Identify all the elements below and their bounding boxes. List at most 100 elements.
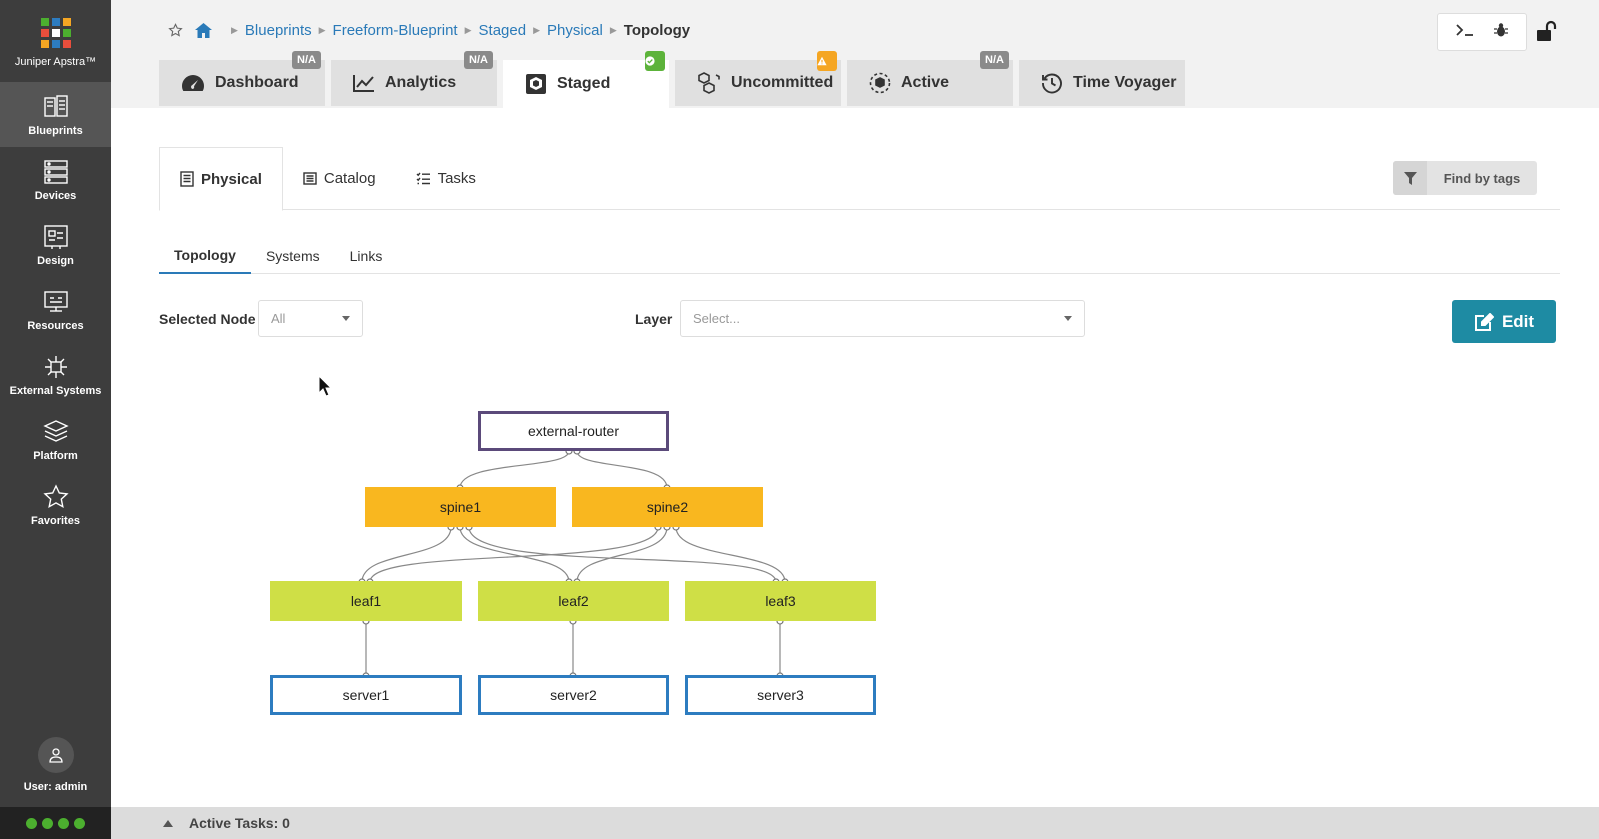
node-server1[interactable]: server1 bbox=[270, 675, 462, 715]
active-cube-icon bbox=[869, 72, 891, 94]
status-badge: N/A bbox=[980, 51, 1009, 69]
sidebar-item-blueprints[interactable]: Blueprints bbox=[0, 82, 111, 147]
status-badge: N/A bbox=[292, 51, 321, 69]
tasks-list-icon bbox=[416, 172, 430, 185]
node-spine1[interactable]: spine1 bbox=[365, 487, 556, 527]
find-by-tags-button[interactable]: Find by tags bbox=[1393, 161, 1537, 195]
tab-label: Active bbox=[901, 74, 950, 91]
selected-node-select[interactable]: All bbox=[258, 300, 363, 337]
tab-staged[interactable]: Staged bbox=[503, 51, 669, 108]
topology-tabs: Topology Systems Links bbox=[159, 238, 1560, 274]
unlock-icon[interactable] bbox=[1535, 20, 1559, 47]
physical-icon bbox=[180, 171, 194, 187]
sidebar-item-label: Resources bbox=[27, 319, 84, 332]
tab-tasks[interactable]: Tasks bbox=[396, 147, 496, 210]
tab-time-voyager[interactable]: Time Voyager bbox=[1019, 60, 1185, 106]
node-server3[interactable]: server3 bbox=[685, 675, 876, 715]
tab-dashboard[interactable]: Dashboard N/A bbox=[159, 51, 325, 106]
selected-node-label: Selected Node bbox=[159, 311, 256, 327]
blueprint-tabs: Dashboard N/A Analytics N/A Staged Uncom… bbox=[159, 51, 1185, 108]
breadcrumb-separator: ▶ bbox=[464, 25, 472, 35]
edit-button[interactable]: Edit bbox=[1452, 300, 1556, 343]
brand[interactable]: Juniper Apstra™ bbox=[0, 0, 111, 82]
active-tasks-bar[interactable]: Active Tasks: 0 bbox=[111, 807, 1599, 839]
sidebar-item-platform[interactable]: Platform bbox=[0, 407, 111, 472]
node-spine2[interactable]: spine2 bbox=[572, 487, 763, 527]
chevron-down-icon bbox=[1064, 316, 1072, 321]
tab-links[interactable]: Links bbox=[349, 248, 383, 264]
devices-icon bbox=[43, 159, 68, 184]
filter-icon bbox=[1393, 161, 1427, 195]
node-leaf2[interactable]: leaf2 bbox=[478, 581, 669, 621]
node-leaf3[interactable]: leaf3 bbox=[685, 581, 876, 621]
tab-physical[interactable]: Physical bbox=[159, 147, 283, 211]
sidebar-item-external-systems[interactable]: External Systems bbox=[0, 342, 111, 407]
sidebar: Juniper Apstra™ Blueprints Devices Desig… bbox=[0, 0, 111, 839]
tab-label: Analytics bbox=[385, 74, 457, 91]
sidebar-item-resources[interactable]: Resources bbox=[0, 277, 111, 342]
find-by-tags-label: Find by tags bbox=[1443, 170, 1521, 186]
status-indicators[interactable] bbox=[0, 807, 111, 839]
tab-systems[interactable]: Systems bbox=[265, 248, 320, 264]
user-icon bbox=[37, 737, 74, 773]
sidebar-item-devices[interactable]: Devices bbox=[0, 147, 111, 212]
edit-label: Edit bbox=[1501, 311, 1535, 331]
tab-topology[interactable]: Topology bbox=[159, 238, 251, 274]
sidebar-item-favorites[interactable]: Favorites bbox=[0, 472, 111, 537]
catalog-icon bbox=[303, 172, 317, 185]
dashboard-icon bbox=[182, 75, 204, 91]
terminal-icon[interactable] bbox=[1455, 22, 1475, 43]
brand-name: Juniper Apstra™ bbox=[14, 56, 97, 68]
status-dot bbox=[58, 817, 69, 829]
breadcrumb-separator: ▶ bbox=[231, 25, 238, 35]
mouse-cursor-icon bbox=[318, 375, 332, 397]
sidebar-item-label: External Systems bbox=[9, 384, 102, 397]
breadcrumb-separator: ▶ bbox=[533, 25, 540, 35]
tab-label: Tasks bbox=[437, 170, 476, 187]
tab-label: Time Voyager bbox=[1073, 74, 1177, 91]
breadcrumb-blueprints[interactable]: Blueprints bbox=[244, 22, 312, 39]
breadcrumb-separator: ▶ bbox=[609, 25, 617, 35]
tab-analytics[interactable]: Analytics N/A bbox=[331, 51, 497, 106]
bug-icon[interactable] bbox=[1493, 22, 1509, 43]
breadcrumb-topology: Topology bbox=[623, 22, 691, 39]
favorite-star-icon[interactable] bbox=[168, 23, 183, 38]
sidebar-item-label: Design bbox=[37, 254, 74, 267]
status-dot bbox=[74, 817, 85, 829]
juniper-logo-icon bbox=[40, 18, 71, 48]
status-dot bbox=[42, 817, 53, 829]
node-external-router[interactable]: external-router bbox=[478, 411, 669, 451]
breadcrumb-freeform-blueprint[interactable]: Freeform-Blueprint bbox=[332, 22, 458, 39]
breadcrumb-separator: ▶ bbox=[318, 25, 326, 35]
layer-select[interactable]: Select... bbox=[680, 300, 1085, 337]
tab-catalog[interactable]: Catalog bbox=[283, 147, 396, 210]
breadcrumb-staged[interactable]: Staged bbox=[478, 22, 527, 39]
tab-uncommitted[interactable]: Uncommitted bbox=[675, 51, 841, 106]
header: ▶ Blueprints ▶ Freeform-Blueprint ▶ Stag… bbox=[111, 0, 1599, 108]
layer-label: Layer bbox=[635, 311, 673, 327]
sidebar-item-label: Platform bbox=[33, 449, 78, 462]
layer-placeholder: Select... bbox=[693, 311, 740, 326]
tab-active[interactable]: Active N/A bbox=[847, 51, 1013, 106]
history-icon bbox=[1042, 73, 1062, 94]
blueprints-icon bbox=[43, 94, 68, 117]
breadcrumb-physical[interactable]: Physical bbox=[546, 22, 603, 39]
chevron-up-icon bbox=[163, 819, 173, 827]
sidebar-item-design[interactable]: Design bbox=[0, 212, 111, 277]
user-menu[interactable]: User: admin bbox=[0, 737, 111, 793]
chart-line-icon bbox=[353, 75, 374, 92]
sidebar-item-label: Devices bbox=[34, 189, 77, 202]
home-icon[interactable] bbox=[195, 23, 212, 38]
tab-label: Staged bbox=[557, 75, 611, 92]
active-tasks-label: Active Tasks: 0 bbox=[189, 815, 290, 831]
node-server2[interactable]: server2 bbox=[478, 675, 669, 715]
node-leaf1[interactable]: leaf1 bbox=[270, 581, 462, 621]
tab-label: Uncommitted bbox=[731, 74, 834, 91]
staged-icon bbox=[526, 74, 546, 94]
design-icon bbox=[43, 224, 68, 249]
tab-label: Dashboard bbox=[215, 74, 299, 91]
sidebar-item-label: Favorites bbox=[31, 514, 80, 527]
status-badge: N/A bbox=[464, 51, 493, 69]
chevron-down-icon bbox=[342, 316, 350, 321]
tab-label: Physical bbox=[201, 170, 262, 188]
